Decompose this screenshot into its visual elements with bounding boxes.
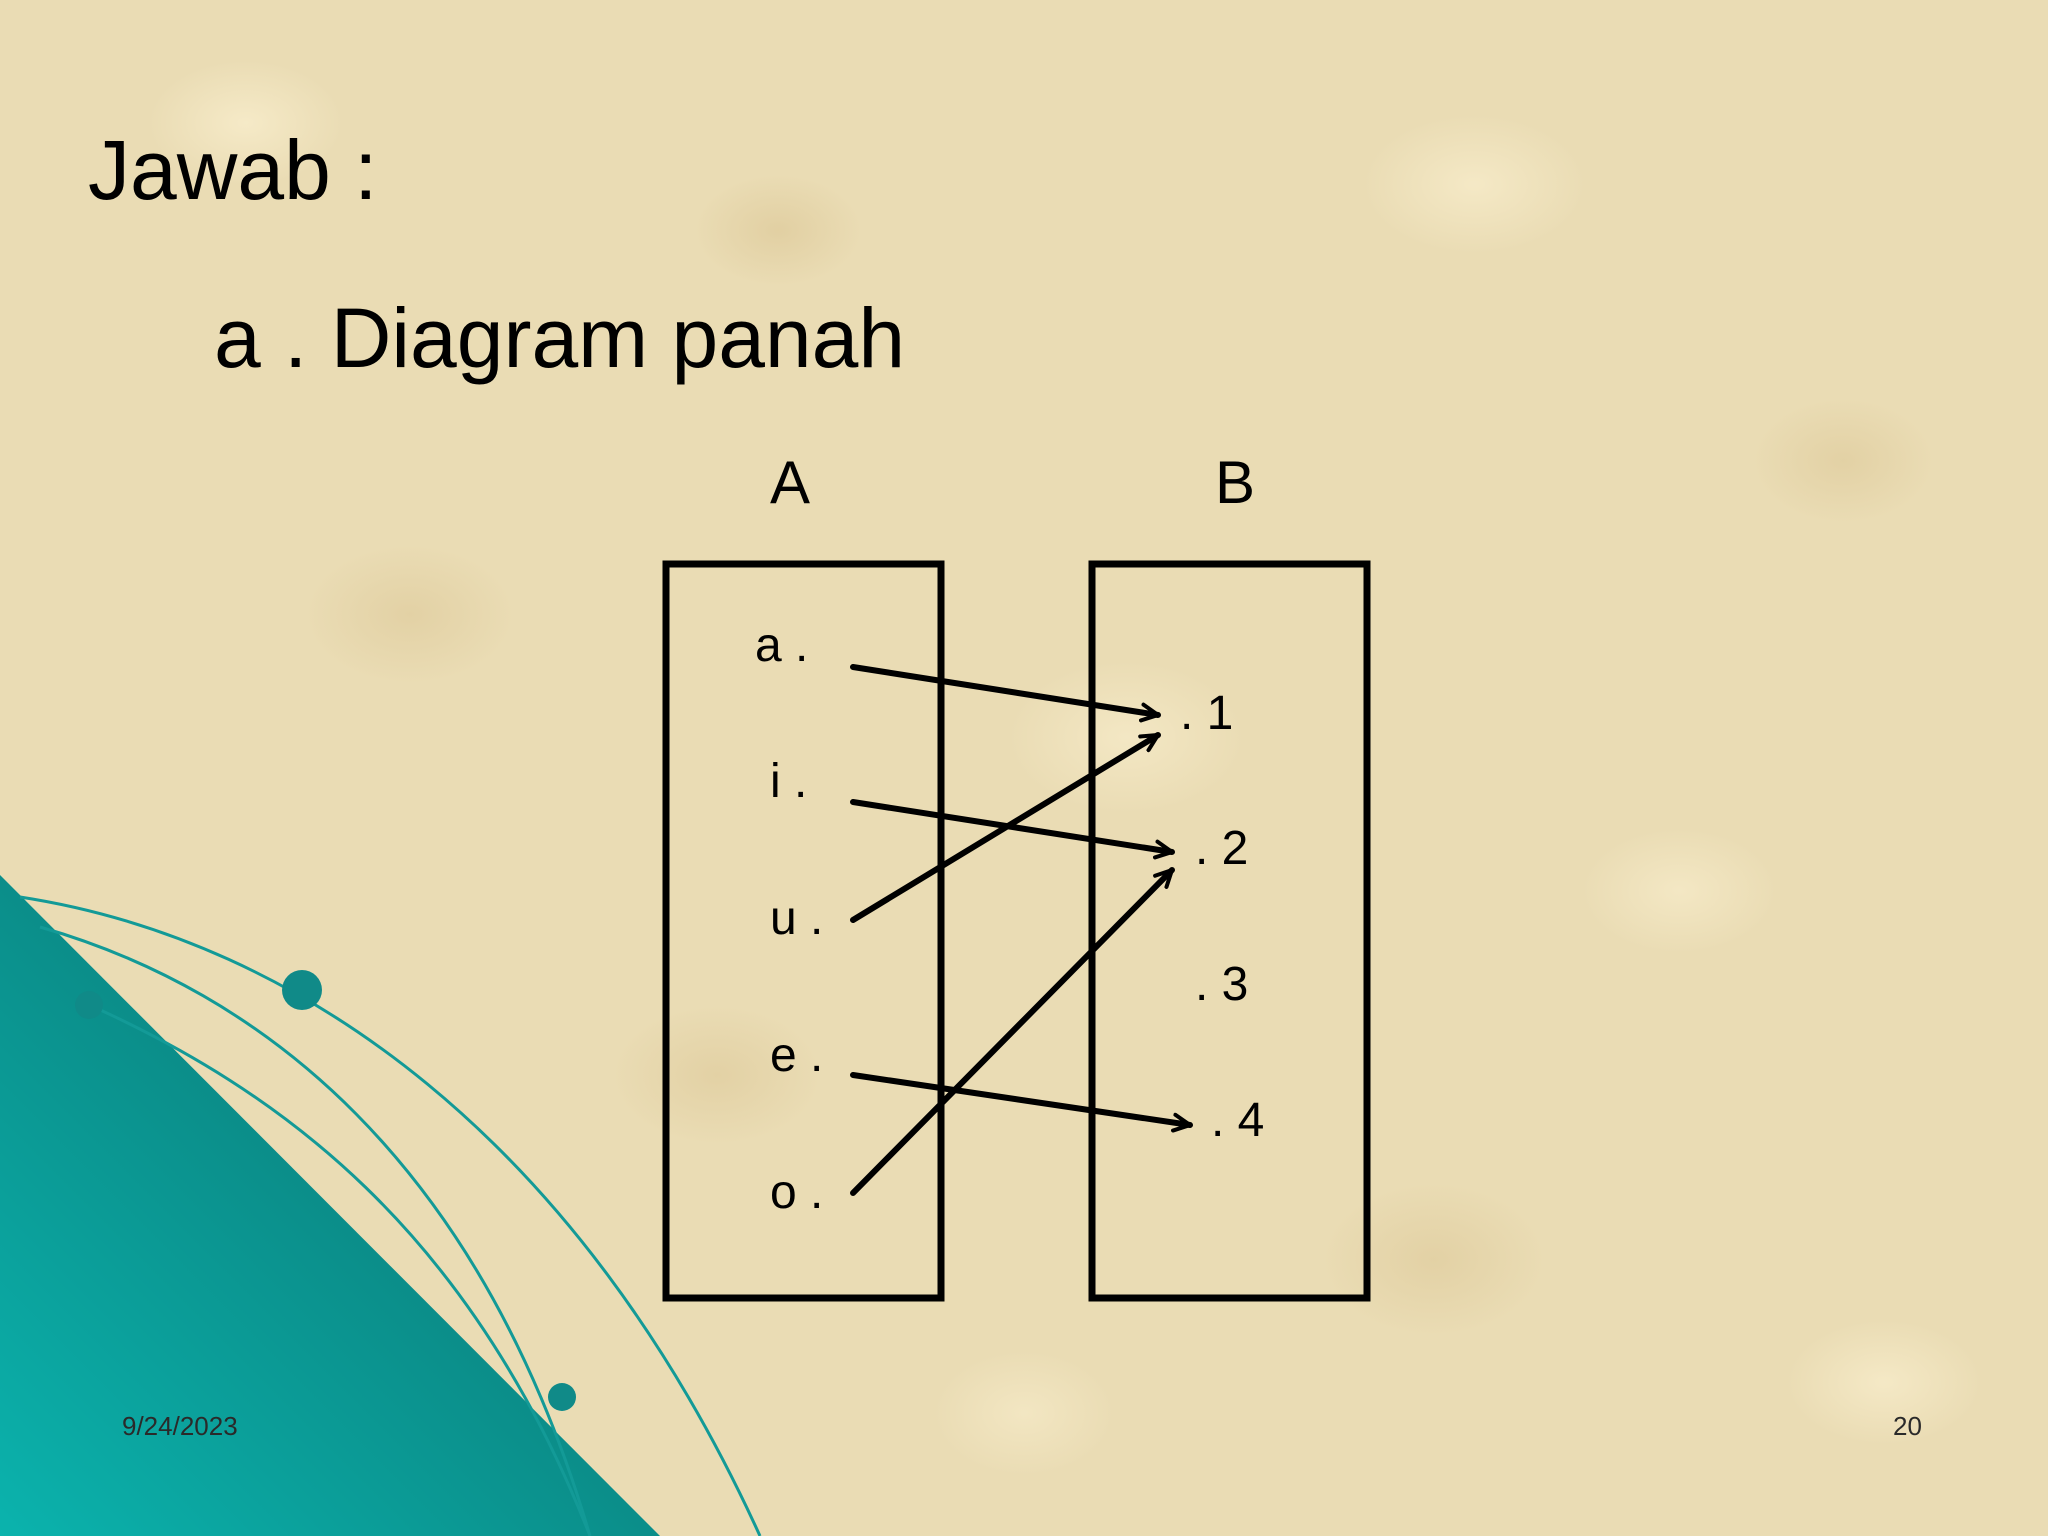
set-a-item: o .	[770, 1166, 824, 1219]
mapping-arrow-i-to-2	[850, 799, 1172, 852]
page-number: 20	[1893, 1411, 1922, 1441]
slide-title: Jawab :	[88, 123, 378, 217]
arrow-group	[850, 664, 1190, 1196]
set-b-item: . 1	[1180, 687, 1234, 740]
set-b-item: . 4	[1211, 1094, 1265, 1147]
dot-small	[75, 991, 103, 1019]
curve-line	[84, 1001, 592, 1536]
set-b-box	[1088, 560, 1371, 1302]
set-a-item: a .	[755, 619, 809, 672]
teal-wedge-shape	[0, 875, 660, 1536]
mapping-arrow-o-to-2	[850, 870, 1172, 1196]
set-b-item: . 3	[1195, 958, 1249, 1011]
set-a-item: u .	[770, 892, 824, 945]
set-a-item: e .	[770, 1029, 824, 1082]
curve-line	[19, 895, 762, 1536]
set-a-item: i .	[770, 755, 808, 808]
mapping-arrow-a-to-1	[850, 664, 1158, 715]
curve-line	[39, 925, 592, 1536]
set-a-box	[662, 560, 945, 1302]
mapping-arrow-e-to-4	[850, 1072, 1190, 1125]
slide-subtitle: a . Diagram panah	[214, 291, 906, 385]
set-b-label: B	[1215, 449, 1256, 516]
set-b-item: . 2	[1195, 822, 1249, 875]
mapping-arrow-u-to-1	[850, 732, 1158, 923]
footer-date: 9/24/2023	[122, 1411, 238, 1441]
dot-small	[548, 1383, 576, 1411]
set-a-label: A	[770, 449, 811, 516]
dot-large	[282, 970, 322, 1010]
